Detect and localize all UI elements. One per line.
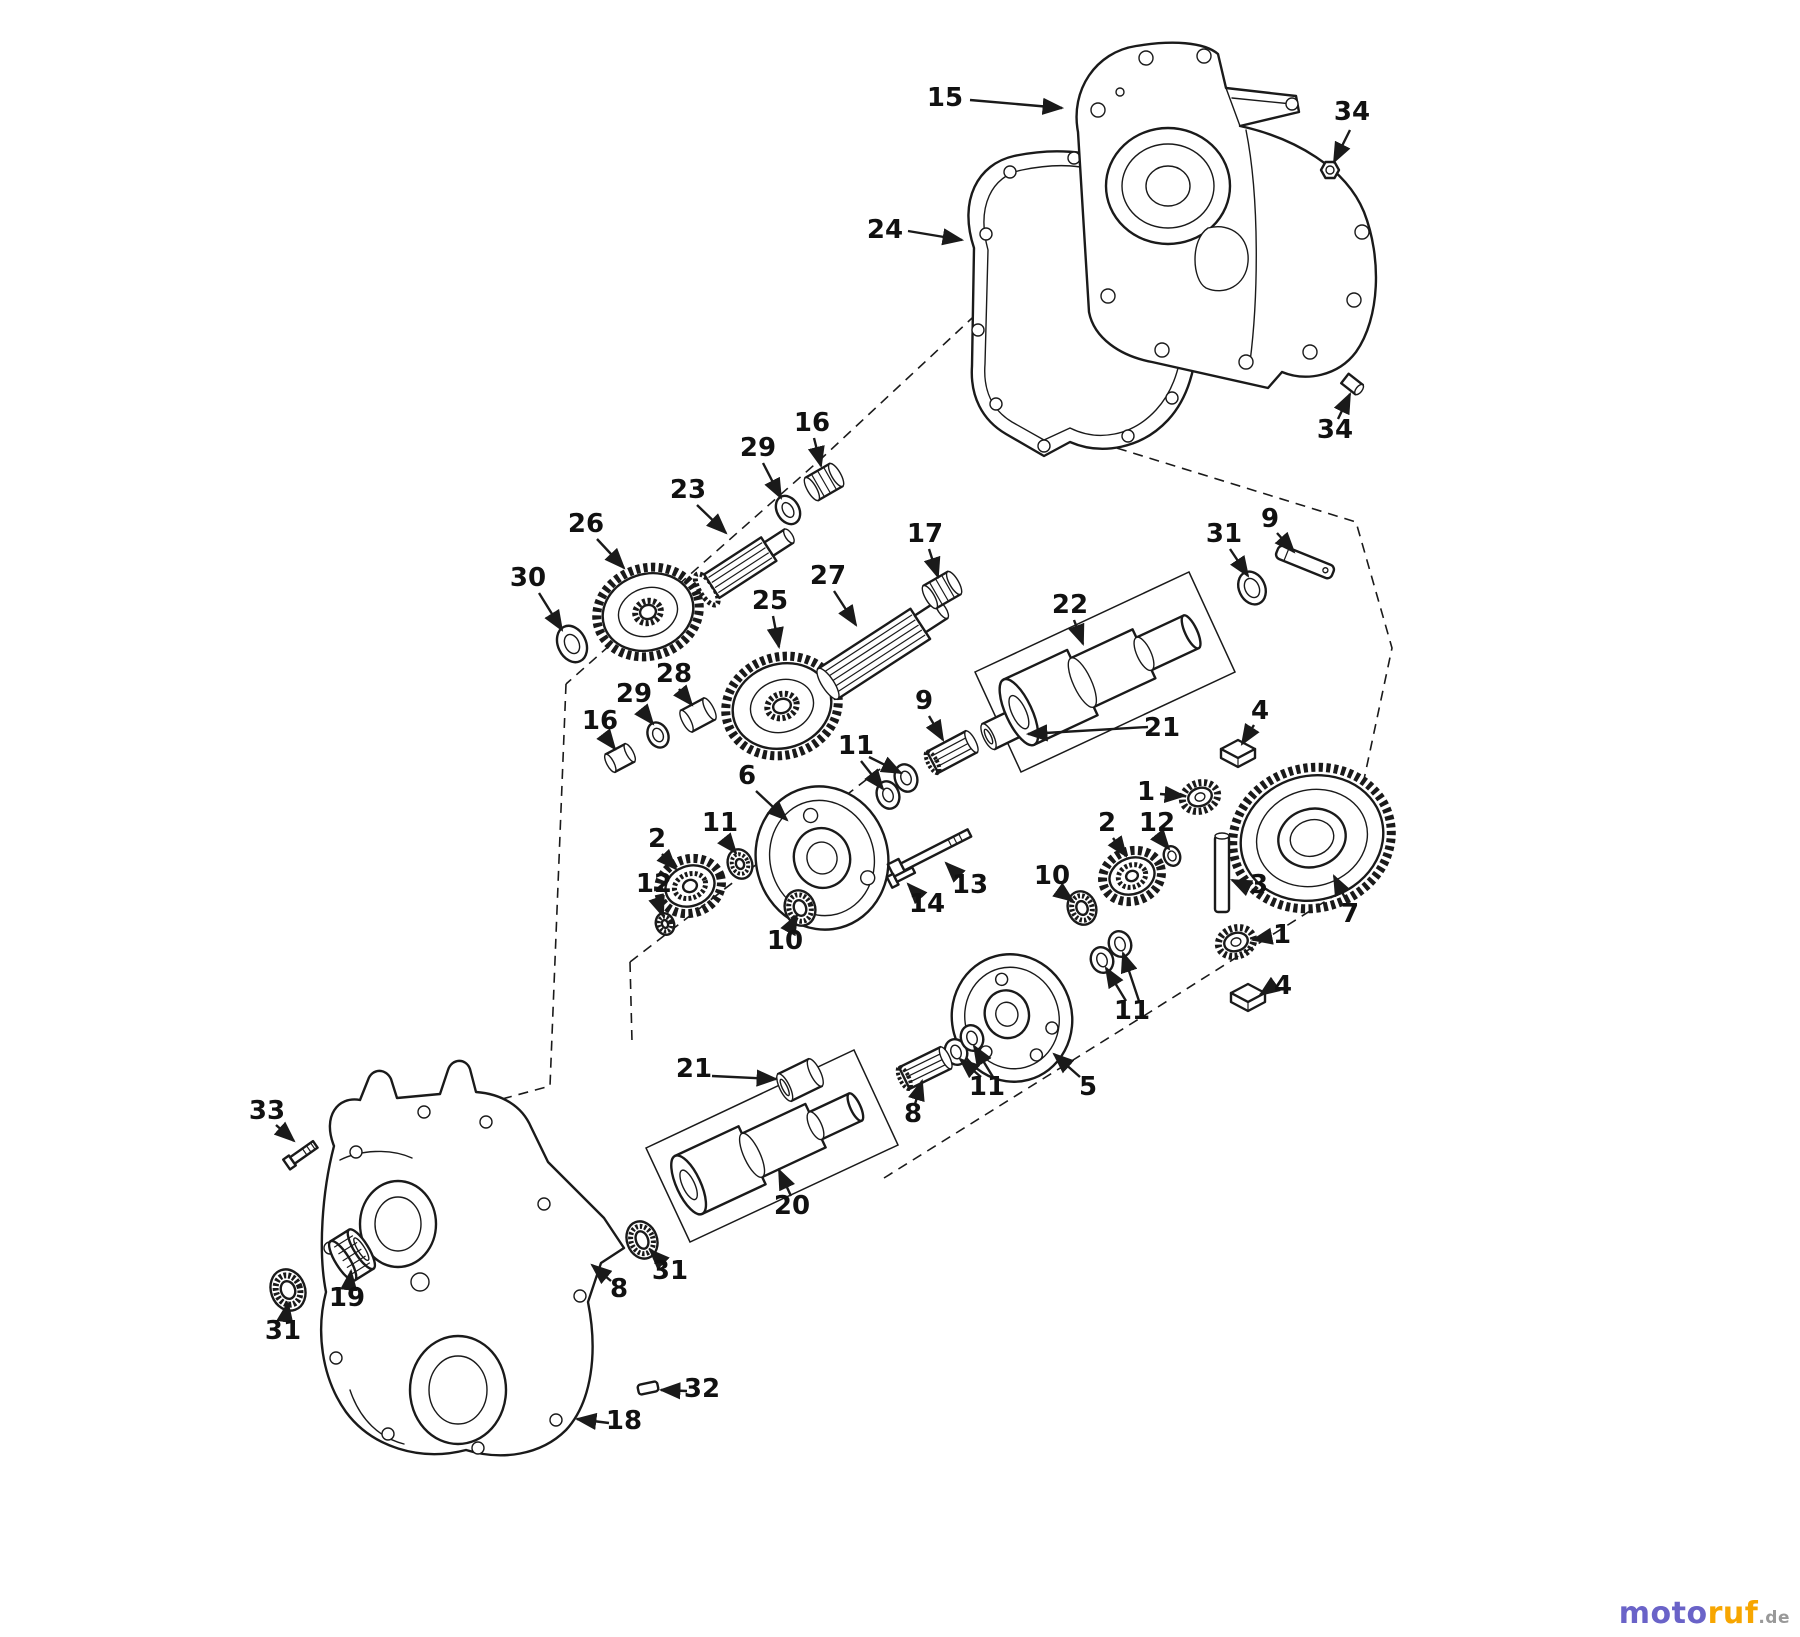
callout-30: 30 — [510, 563, 546, 593]
callout-5: 5 — [1079, 1072, 1097, 1102]
callout-15: 15 — [927, 83, 963, 113]
bearing-17 — [921, 570, 963, 610]
callout-27: 27 — [810, 561, 846, 591]
callout-16-mid: 16 — [582, 706, 618, 736]
shaft-3 — [1213, 832, 1231, 914]
bearing-16-top — [803, 462, 845, 502]
watermark-logo: motoruf.de — [1619, 1596, 1790, 1631]
callout-23: 23 — [670, 475, 706, 505]
seal-31-lower — [269, 1268, 307, 1312]
watermark-tld: .de — [1758, 1608, 1790, 1628]
square-nut-4-upper — [1219, 738, 1257, 769]
stud-33 — [281, 1139, 319, 1171]
callout-16-top: 16 — [794, 408, 830, 438]
callout-20: 20 — [774, 1191, 810, 1221]
bushing-16-mid — [603, 742, 637, 774]
gear-26 — [592, 562, 704, 662]
callout-18: 18 — [606, 1406, 642, 1436]
washer-29-mid — [646, 721, 670, 749]
washer-31-right — [1237, 570, 1267, 606]
callout-6: 6 — [738, 761, 756, 791]
callout-24: 24 — [867, 215, 903, 245]
callout-13: 13 — [952, 870, 988, 900]
washer-11-mid — [726, 848, 754, 880]
watermark-ruf: ruf — [1707, 1596, 1759, 1631]
callout-34-bottom: 34 — [1317, 415, 1353, 445]
spline-stub-9-mid — [923, 729, 979, 776]
watermark-moto: moto — [1618, 1596, 1708, 1631]
callout-34-top: 34 — [1334, 97, 1370, 127]
callout-22: 22 — [1052, 590, 1088, 620]
washer-11-lower-right-b — [1107, 930, 1133, 958]
callout-21-left: 21 — [676, 1054, 712, 1084]
screw-14 — [885, 866, 917, 889]
callout-4-upper: 4 — [1251, 696, 1269, 726]
leader-arrows — [273, 97, 1352, 1430]
callout-29-mid: 29 — [616, 679, 652, 709]
callout-19: 19 — [329, 1283, 365, 1313]
washer-30 — [555, 624, 589, 664]
callout-31-mid: 31 — [652, 1256, 688, 1286]
callout-2-left: 2 — [648, 824, 666, 854]
callout-29-top: 29 — [740, 433, 776, 463]
callout-12-left: 12 — [636, 869, 672, 899]
pinion-1-upper — [1178, 779, 1222, 815]
callout-8-mid: 8 — [904, 1099, 922, 1129]
brake-shaft-22 — [998, 614, 1202, 747]
callout-7: 7 — [1341, 899, 1359, 929]
callout-12-right: 12 — [1139, 808, 1175, 838]
bushing-21-left — [776, 1057, 824, 1103]
gear-25 — [721, 651, 843, 761]
axle-gear-7 — [1228, 762, 1396, 914]
callout-11-bottom: 11 — [969, 1072, 1005, 1102]
callout-32: 32 — [684, 1374, 720, 1404]
spline-shaft-27 — [816, 600, 950, 701]
assembly-axis-lines — [365, 291, 1393, 1179]
callout-11-left: 11 — [838, 731, 874, 761]
callout-4-lower: 4 — [1274, 971, 1292, 1001]
callout-21-right: 21 — [1144, 713, 1180, 743]
callout-9-mid: 9 — [915, 686, 933, 716]
spline-stub-8-mid — [895, 1045, 953, 1092]
bushing-28 — [679, 697, 717, 733]
square-nut-4-lower — [1229, 982, 1267, 1013]
callout-31-lower: 31 — [265, 1316, 301, 1346]
callout-26: 26 — [568, 509, 604, 539]
gear-2-right — [1098, 845, 1166, 907]
axle-shaft-20 — [670, 1092, 865, 1216]
callout-8-lower: 8 — [610, 1274, 628, 1304]
plug-34-bottom — [1340, 372, 1365, 396]
callout-33: 33 — [249, 1096, 285, 1126]
callout-11-mid: 11 — [702, 808, 738, 838]
callout-3: 3 — [1250, 870, 1268, 900]
callout-25: 25 — [752, 586, 788, 616]
callout-2-right: 2 — [1098, 808, 1116, 838]
pin-9-right — [1274, 544, 1336, 580]
axle-hub-5 — [950, 953, 1074, 1083]
gear-case-18 — [319, 1059, 626, 1457]
callout-9-right: 9 — [1261, 504, 1279, 534]
callout-28: 28 — [656, 659, 692, 689]
callout-31-right: 31 — [1206, 519, 1242, 549]
side-cover-15 — [1075, 41, 1378, 390]
input-shaft-23 — [692, 528, 795, 608]
callout-10-right: 10 — [1034, 861, 1070, 891]
callout-labels: 15 34 24 34 16 29 23 26 30 17 31 9 27 25… — [249, 83, 1370, 1436]
bearing-10-right — [1066, 890, 1098, 926]
callout-14: 14 — [909, 889, 945, 919]
callout-10-left: 10 — [767, 926, 803, 956]
callout-17: 17 — [907, 519, 943, 549]
callout-11-lower-right: 11 — [1114, 996, 1150, 1026]
pinion-1-lower — [1214, 924, 1258, 960]
callout-1-lower: 1 — [1273, 920, 1291, 950]
pin-32 — [636, 1380, 660, 1396]
washer-29-top — [774, 494, 802, 526]
nut-34-top — [1319, 160, 1341, 180]
callout-1-upper: 1 — [1137, 777, 1155, 807]
